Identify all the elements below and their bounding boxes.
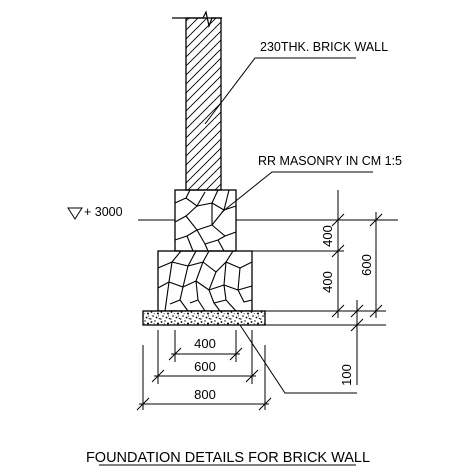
dim-lower-height: 400: [320, 271, 335, 293]
dim-total-height: 600: [359, 254, 374, 276]
vertical-dimensions: [236, 190, 386, 385]
dim-pcc-thickness: 100: [339, 364, 354, 386]
dim-width-400: 400: [194, 336, 216, 351]
pcc-leader: [239, 324, 357, 394]
brick-wall-label: 230THK. BRICK WALL: [260, 40, 388, 54]
dim-upper-height: 400: [320, 225, 335, 247]
brick-wall: [172, 10, 222, 191]
dim-width-600: 600: [194, 359, 216, 374]
masonry-label: RR MASONRY IN CM 1:5: [258, 154, 402, 168]
level-label: + 3000: [84, 205, 123, 219]
rr-masonry-lower: [157, 250, 253, 312]
masonry-leader: [221, 171, 373, 213]
brick-wall-leader: [204, 57, 356, 125]
ground-level: [67, 207, 398, 221]
dim-width-800: 800: [194, 387, 216, 402]
horizontal-dimensions: [136, 330, 272, 411]
drawing-title: FOUNDATION DETAILS FOR BRICK WALL: [86, 450, 370, 466]
rr-masonry-upper: [174, 189, 237, 252]
pcc-base: [142, 310, 266, 326]
